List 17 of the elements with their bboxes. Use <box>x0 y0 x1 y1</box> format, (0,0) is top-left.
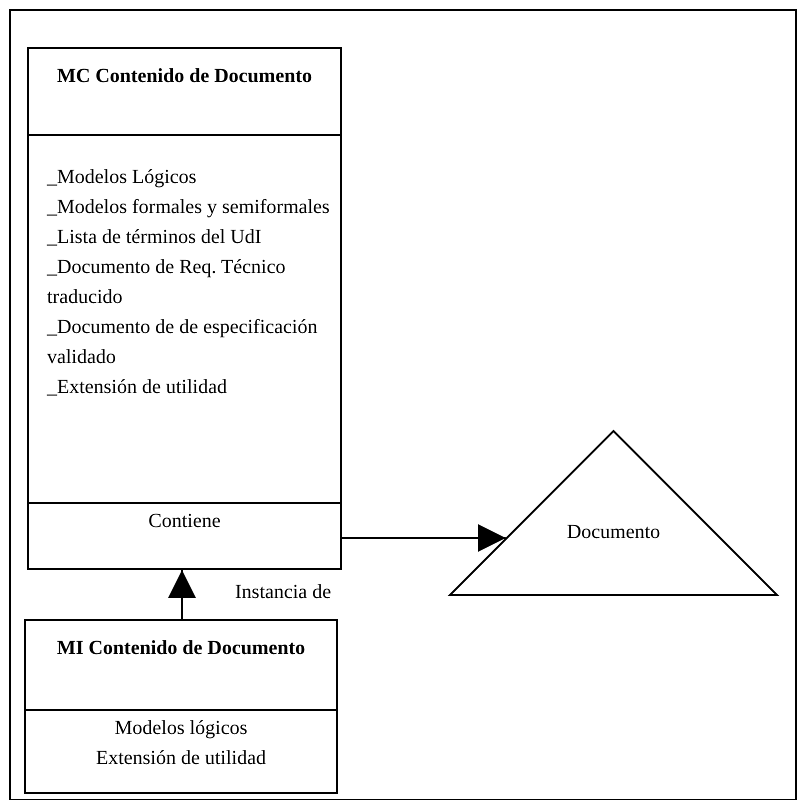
triangle-shape <box>449 430 778 595</box>
node-label: Documento <box>566 520 662 544</box>
class-name: MI Contenido de Documento <box>56 636 306 661</box>
attribute-text: _Documento de de especificación validado <box>47 315 318 370</box>
attribute-text: Extensión de utilidad <box>95 746 267 771</box>
attribute-text: Modelos lógicos <box>114 716 248 741</box>
operation-text: Contiene <box>147 509 222 534</box>
attribute-text: _Modelos Lógicos <box>47 165 198 190</box>
arrow <box>168 570 196 619</box>
attribute-text: _Modelos formales y semiformales <box>47 195 330 220</box>
attribute-text: _Lista de términos del UdI <box>47 225 262 250</box>
attribute-text: _Extensión de utilidad <box>47 375 228 400</box>
arrow <box>342 524 506 552</box>
attribute-text: _Documento de Req. Técnico traducido <box>47 255 286 310</box>
class-box <box>24 619 338 794</box>
class-box <box>27 47 342 570</box>
class-name: MC Contenido de Documento <box>56 64 313 89</box>
